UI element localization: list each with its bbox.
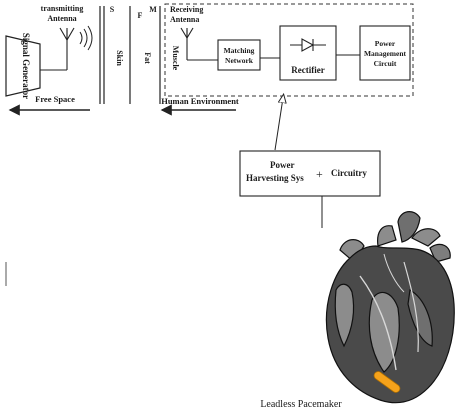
pmc-label-1: Power xyxy=(375,39,396,48)
signal-generator-label: Signal Generator xyxy=(21,33,31,99)
human-environment-label: Human Environment xyxy=(161,96,239,106)
pmc-label-2: Management xyxy=(364,49,407,58)
tx-antenna-label-1: transmitting xyxy=(41,4,84,13)
leadless-pacemaker-icon xyxy=(373,371,401,393)
pmc-label-3: Circuit xyxy=(374,59,397,68)
rx-antenna-icon xyxy=(180,27,194,60)
muscle-letter: M xyxy=(149,5,157,14)
receiver-dashed-box xyxy=(164,3,414,97)
rectifier-box xyxy=(279,25,337,81)
tx-antenna-label-2: Antenna xyxy=(47,14,76,23)
rx-antenna-label-1: Receiving xyxy=(170,5,203,14)
harvesting-system-box xyxy=(239,150,381,197)
muscle-label: Muscle xyxy=(171,46,180,71)
fat-label: Fat xyxy=(143,52,152,64)
radio-waves-icon xyxy=(79,25,93,51)
leadless-pacemaker-label: Leadless Pacemaker xyxy=(260,399,342,410)
harvesting-label-2: Harvesting Sys xyxy=(246,173,304,183)
power-management-box xyxy=(359,25,411,81)
rectifier-label: Rectifier xyxy=(291,65,324,75)
free-space-label: Free Space xyxy=(35,94,75,104)
diode-icon xyxy=(290,38,326,52)
plus-sign: + xyxy=(316,167,323,181)
matching-network-label-1: Matching xyxy=(224,46,255,55)
signal-generator xyxy=(5,35,41,97)
matching-network-box xyxy=(217,39,261,71)
fat-letter: F xyxy=(138,11,143,20)
matching-network-label-2: Network xyxy=(225,56,254,65)
skin-label: Skin xyxy=(115,50,124,66)
harvest-to-receiver-arrow xyxy=(274,98,283,151)
harvesting-label-1: Power xyxy=(270,160,295,170)
transmitter-group: transmitting Antenna Signal Generator xyxy=(5,4,93,99)
heart-illustration xyxy=(325,211,455,404)
rx-antenna-label-2: Antenna xyxy=(170,15,199,24)
tx-antenna-icon xyxy=(59,27,75,70)
skin-letter: S xyxy=(110,5,115,14)
circuitry-label: Circuitry xyxy=(331,168,367,178)
tissue-layers xyxy=(99,6,161,104)
